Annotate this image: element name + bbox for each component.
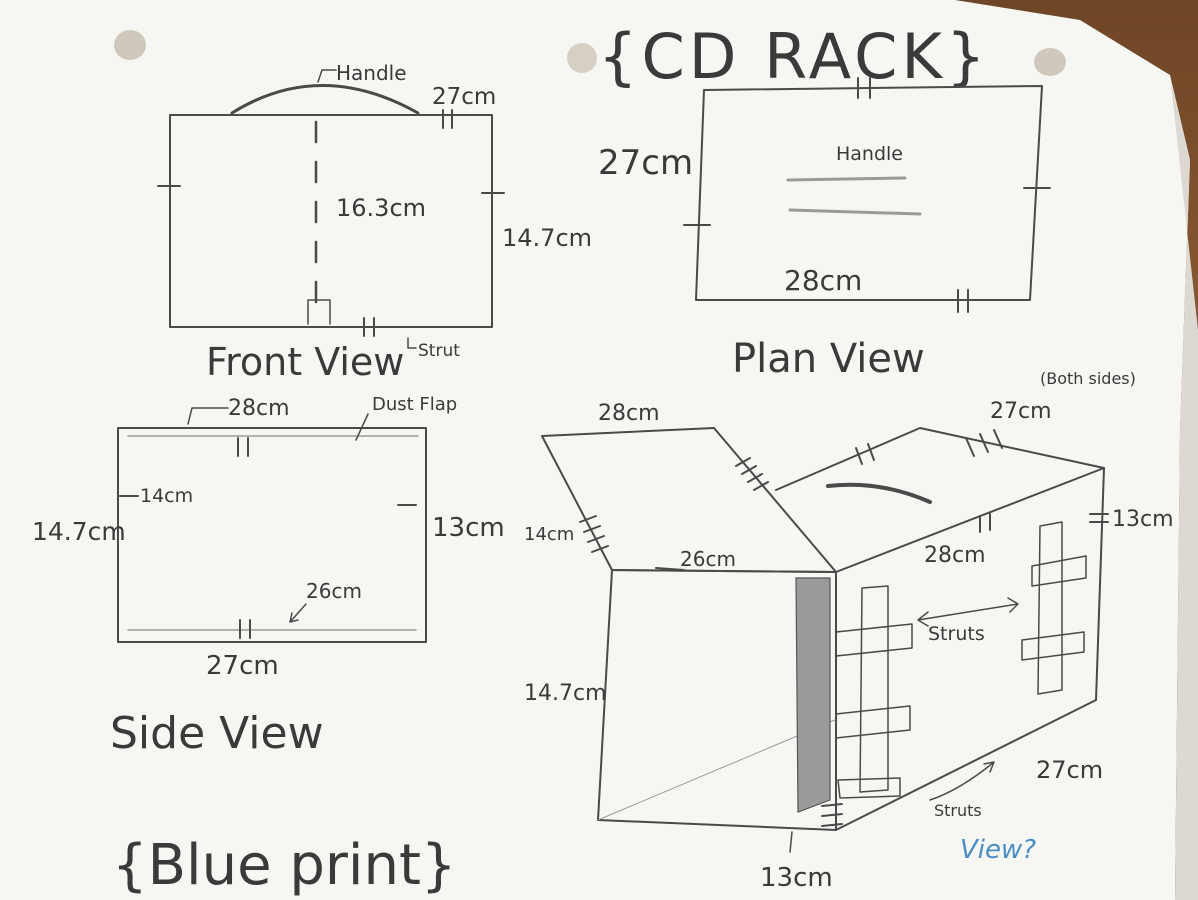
side-view-caption: Side View [110, 708, 324, 759]
isometric-view-drawing [541, 427, 1109, 853]
iso-hidden-edge [597, 719, 836, 821]
iso-right-side-dim: 13cm [1112, 507, 1174, 532]
binder-hole-icon [114, 30, 146, 60]
right-angle-mark [307, 299, 331, 325]
dust-flap-leader [355, 413, 369, 441]
iso-right-top-dim: 28cm [924, 543, 986, 568]
plan-left-dim: 27cm [598, 143, 693, 183]
side-left-dim: 14.7cm [32, 517, 126, 546]
iso-front-tick [655, 567, 685, 571]
iso-bottom-dim: 13cm [760, 863, 833, 893]
side-view-drawing [117, 407, 427, 643]
side-bottom-dim: 27cm [206, 651, 279, 681]
iso-top-right-dim: 27cm [990, 399, 1052, 424]
side-right-dim: 13cm [432, 513, 505, 543]
binder-hole-icon [1034, 48, 1066, 76]
side-dust-flap: Dust Flap [372, 394, 457, 415]
side-inner-bottom-dim: 26cm [306, 579, 362, 603]
side-top-dim: 28cm [228, 396, 290, 421]
tick-top-double [237, 437, 249, 457]
front-right-dim: 14.7cm [502, 224, 592, 252]
iso-strut-bar [835, 705, 911, 739]
sheet-title: {CD RACK} [598, 20, 989, 93]
iso-struts-lower: Struts [934, 801, 982, 820]
binder-hole-icon [567, 43, 597, 73]
iso-lid-top-dim: 28cm [598, 401, 660, 426]
iso-top-face [775, 427, 1105, 573]
iso-view-note: View? [960, 835, 1036, 865]
plan-view-drawing [683, 77, 1051, 313]
iso-edge-ticks [979, 513, 991, 533]
plan-bottom-dim: 28cm [784, 264, 862, 297]
plan-handle-label: Handle [836, 143, 903, 165]
tick-bottom-double [363, 317, 375, 337]
iso-right-ticks [1089, 513, 1109, 523]
iso-lid-ticks [735, 457, 769, 491]
front-strut-label: Strut [418, 341, 460, 361]
side-top-leader [187, 407, 229, 425]
iso-strut-upright [859, 585, 889, 793]
front-view-drawing [157, 69, 505, 349]
iso-strut-bar [835, 623, 913, 657]
iso-lid-ticks [579, 515, 609, 553]
plan-handle-line [788, 208, 922, 216]
iso-far-strut-bar [1021, 631, 1085, 661]
iso-shaded-panel [795, 577, 831, 813]
side-view-outline [117, 427, 427, 643]
handle-leader [317, 69, 337, 83]
iso-struts-arrow [917, 597, 1019, 627]
plan-view-outline [695, 85, 1043, 301]
iso-struts-arrow [929, 761, 995, 801]
iso-bottom-ticks [821, 803, 843, 827]
handle-arc [230, 84, 420, 115]
tick-top-double [442, 109, 453, 129]
tick-bottom-double [239, 619, 251, 639]
side-inner-left: 14cm [140, 485, 193, 507]
iso-right-face [835, 467, 1105, 831]
iso-lid-side-dim: 14cm [524, 524, 574, 545]
tick-top-double [857, 77, 871, 99]
iso-struts-upper: Struts [928, 623, 985, 645]
iso-top-handle [826, 482, 932, 504]
iso-top-ticks [965, 429, 1003, 457]
iso-left-height-dim: 14.7cm [524, 681, 607, 706]
plan-handle-line [786, 176, 907, 182]
front-top-dim: 27cm [432, 84, 496, 110]
front-view-outline [169, 114, 493, 328]
plan-view-caption: Plan View [732, 336, 925, 382]
iso-front-top-dim: 26cm [680, 547, 736, 571]
front-inner-height: 16.3cm [336, 194, 426, 222]
paper-edge-shadow [1170, 75, 1198, 900]
iso-both-sides: (Both sides) [1040, 369, 1136, 388]
blueprint-footer: {Blue print} [112, 833, 457, 898]
front-view-caption: Front View [206, 340, 404, 384]
iso-bottom-right-dim: 27cm [1036, 756, 1103, 784]
iso-far-strut-bar [1031, 555, 1087, 587]
side-arrow [289, 603, 307, 623]
iso-top-ticks [855, 443, 875, 465]
strut-leader [407, 337, 417, 349]
iso-strut-foot [837, 777, 901, 799]
tick-bottom-double [957, 289, 969, 313]
front-handle-label: Handle [336, 61, 407, 85]
iso-bottom-leader [789, 831, 793, 853]
